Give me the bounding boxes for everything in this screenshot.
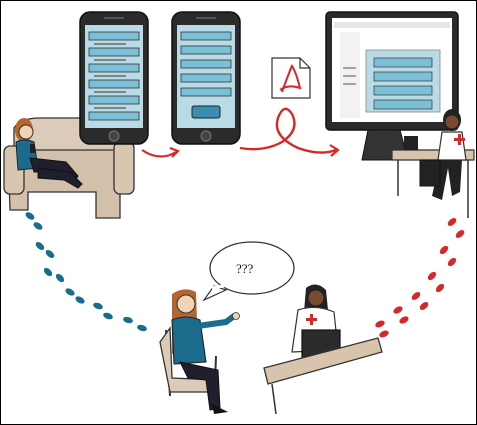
phone-form-screen — [79, 11, 149, 145]
woman-phone-icon — [30, 144, 35, 153]
red-footprints-trail — [375, 218, 465, 338]
speech-bubble: ??? — [202, 241, 295, 302]
red-cross-badge-icon-2 — [306, 314, 317, 325]
phone-submit-screen — [171, 11, 241, 145]
red-arrow-phone-to-phone — [141, 149, 177, 158]
blue-footprints-trail — [25, 212, 147, 332]
seated-woman-center — [159, 289, 240, 414]
pdf-file-icon — [271, 57, 311, 99]
question-marks-text: ??? — [236, 261, 254, 276]
office-worker-top-right — [391, 109, 475, 218]
phone-form-fields — [88, 31, 140, 121]
phone-submit-button — [191, 105, 221, 119]
red-cross-badge-icon — [454, 134, 465, 145]
red-loop-arrow — [239, 107, 337, 154]
office-desk — [263, 337, 383, 385]
office-worker-bottom-right — [263, 284, 383, 415]
desktop-monitor — [325, 11, 459, 161]
